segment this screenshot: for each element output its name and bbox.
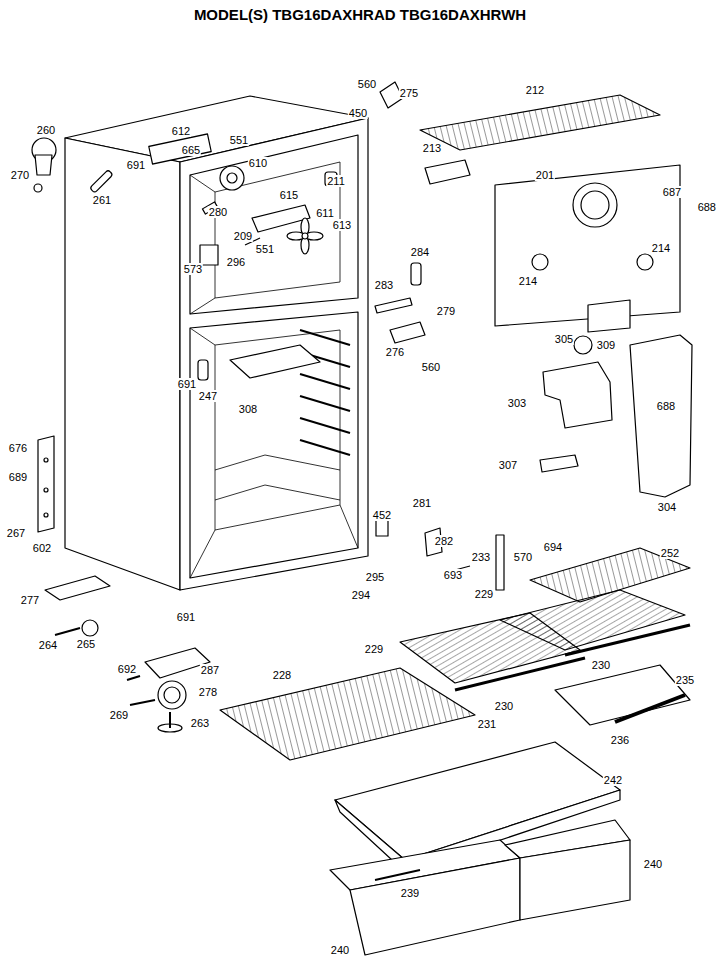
callout-number: 689 bbox=[8, 471, 28, 483]
callout-number: 214 bbox=[651, 242, 671, 254]
model-title: MODEL(S) TBG16DAXHRAD TBG16DAXHRWH bbox=[0, 6, 720, 23]
callout-number: 284 bbox=[410, 246, 430, 258]
callout-number: 230 bbox=[494, 700, 514, 712]
callout-number: 277 bbox=[20, 594, 40, 606]
callout-number: 269 bbox=[109, 709, 129, 721]
callout-number: 267 bbox=[6, 527, 26, 539]
callout-number: 560 bbox=[421, 361, 441, 373]
callout-number: 247 bbox=[198, 390, 218, 402]
callout-number: 231 bbox=[477, 718, 497, 730]
callout-number: 307 bbox=[498, 459, 518, 471]
callout-number: 281 bbox=[412, 497, 432, 509]
callout-number: 611 bbox=[315, 207, 335, 219]
callout-number: 261 bbox=[92, 194, 112, 206]
callout-number: 560 bbox=[357, 78, 377, 90]
callout-number: 304 bbox=[657, 501, 677, 513]
callout-number: 282 bbox=[434, 535, 454, 547]
callout-number: 694 bbox=[543, 541, 563, 553]
callout-number: 452 bbox=[372, 509, 392, 521]
callout-number: 687 bbox=[662, 186, 682, 198]
callout-number: 275 bbox=[399, 87, 419, 99]
callout-number: 602 bbox=[32, 542, 52, 554]
callout-number: 551 bbox=[229, 134, 249, 146]
callout-number: 228 bbox=[272, 669, 292, 681]
callout-number: 308 bbox=[238, 403, 258, 415]
callout-number: 265 bbox=[76, 638, 96, 650]
callout-number: 295 bbox=[365, 571, 385, 583]
callout-number: 276 bbox=[385, 346, 405, 358]
callout-number: 691 bbox=[126, 159, 146, 171]
callout-number: 305 bbox=[554, 333, 574, 345]
callout-number: 610 bbox=[248, 157, 268, 169]
callout-number: 209 bbox=[233, 230, 253, 242]
callout-number: 240 bbox=[643, 858, 663, 870]
callout-number: 240 bbox=[330, 944, 350, 956]
callout-number: 278 bbox=[198, 686, 218, 698]
callout-number: 613 bbox=[332, 219, 352, 231]
callout-number: 212 bbox=[525, 84, 545, 96]
callout-number: 693 bbox=[443, 569, 463, 581]
callout-number: 260 bbox=[36, 124, 56, 136]
callout-number: 235 bbox=[675, 674, 695, 686]
callout-number: 264 bbox=[38, 639, 58, 651]
callout-number: 692 bbox=[117, 663, 137, 675]
callout-number: 279 bbox=[436, 305, 456, 317]
callout-number: 691 bbox=[177, 378, 197, 390]
callout-number: 252 bbox=[660, 547, 680, 559]
callout-number: 551 bbox=[255, 243, 275, 255]
callout-number: 242 bbox=[603, 774, 623, 786]
callout-number: 450 bbox=[348, 107, 368, 119]
callout-number: 239 bbox=[400, 887, 420, 899]
callout-number: 665 bbox=[181, 144, 201, 156]
callout-number: 688 bbox=[697, 201, 717, 213]
callout-number: 263 bbox=[190, 717, 210, 729]
callout-number: 229 bbox=[364, 643, 384, 655]
callout-number: 211 bbox=[326, 175, 346, 187]
callout-number: 309 bbox=[596, 339, 616, 351]
callout-number: 213 bbox=[422, 142, 442, 154]
callout-number: 283 bbox=[374, 279, 394, 291]
callout-number: 230 bbox=[591, 659, 611, 671]
callout-number: 303 bbox=[507, 397, 527, 409]
callout-number: 236 bbox=[610, 734, 630, 746]
callout-number: 296 bbox=[226, 256, 246, 268]
callout-number: 294 bbox=[351, 589, 371, 601]
callout-number: 270 bbox=[10, 169, 30, 181]
callout-number: 229 bbox=[474, 588, 494, 600]
callout-number: 287 bbox=[200, 664, 220, 676]
callout-number: 233 bbox=[471, 551, 491, 563]
callout-number: 570 bbox=[513, 551, 533, 563]
callout-number: 214 bbox=[518, 275, 538, 287]
callout-number: 615 bbox=[279, 189, 299, 201]
callout-number: 676 bbox=[8, 442, 28, 454]
callout-number: 612 bbox=[171, 125, 191, 137]
callout-number: 573 bbox=[183, 263, 203, 275]
callout-number: 688 bbox=[656, 400, 676, 412]
callout-number: 691 bbox=[176, 611, 196, 623]
callout-number: 201 bbox=[535, 169, 555, 181]
callout-number: 280 bbox=[208, 206, 228, 218]
